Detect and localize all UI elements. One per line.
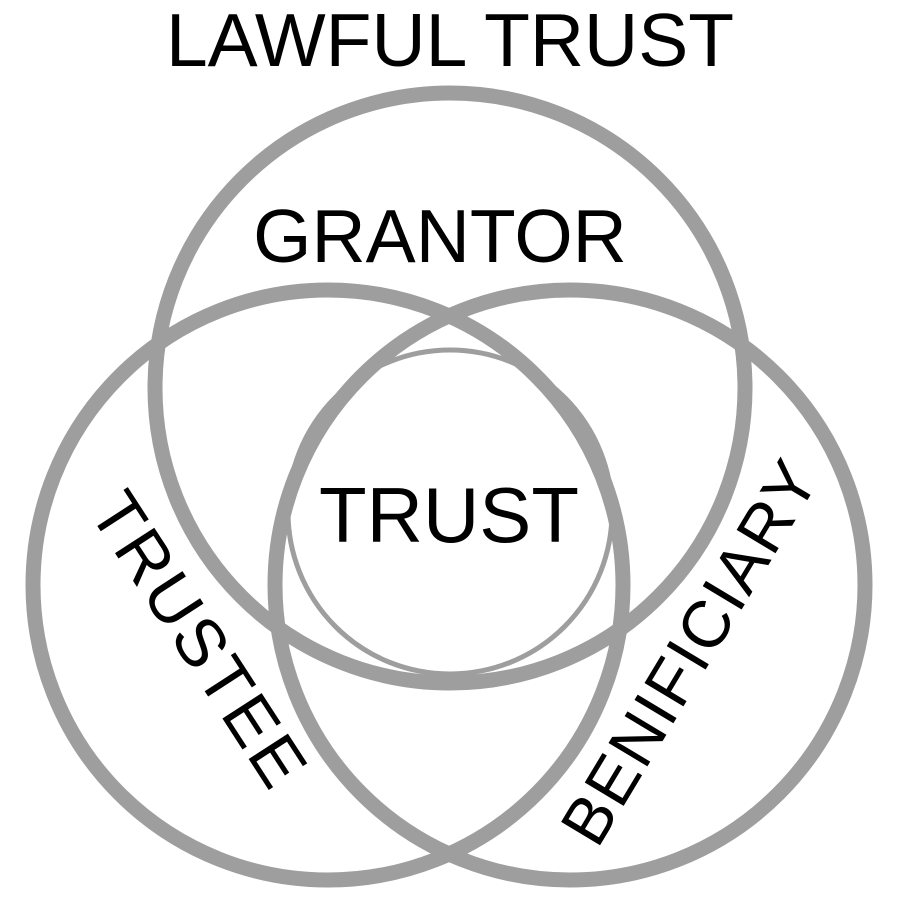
trust-label: TRUST (319, 471, 579, 559)
trustee-circle (25, 282, 631, 888)
grantor-label: GRANTOR (253, 194, 627, 278)
diagram-title: LAWFUL TRUST (166, 0, 734, 82)
trust-inner-circle (285, 347, 615, 677)
beneficiary-circle (267, 282, 873, 888)
grantor-circle (147, 85, 753, 691)
